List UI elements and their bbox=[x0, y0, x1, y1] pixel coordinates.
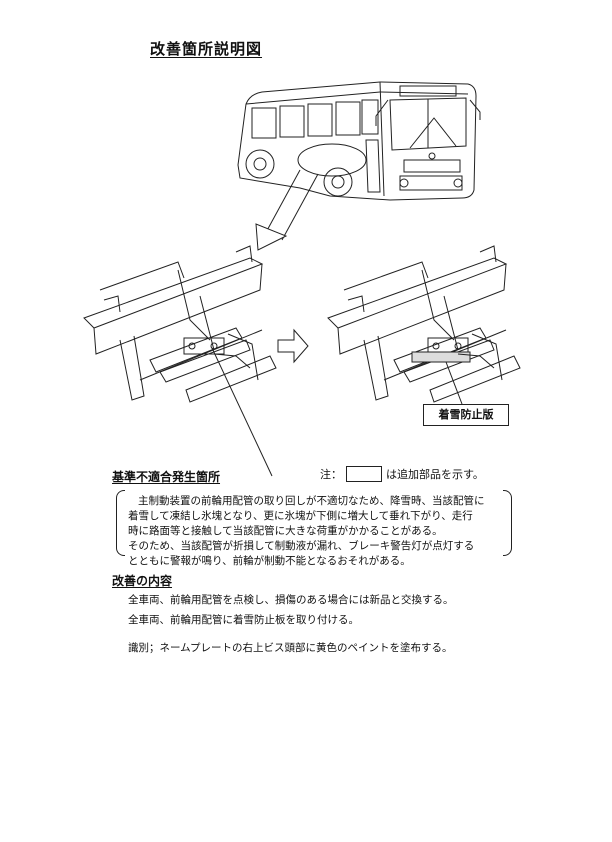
note: 注： は追加部品を示す。 bbox=[320, 466, 484, 482]
note-suffix: は追加部品を示す。 bbox=[386, 468, 484, 481]
bus-illustration bbox=[237, 81, 481, 201]
defect-section-title: 基準不適合発生箇所 bbox=[112, 470, 221, 484]
defect-line: 主制動装置の前輪用配管の取り回しが不適切なため、降雪時、当該配管に bbox=[138, 495, 485, 507]
defect-line: 時に路面等と接触して当該配管に大きな荷重がかかることがある。 bbox=[128, 525, 443, 537]
defect-description: 主制動装置の前輪用配管の取り回しが不適切なため、降雪時、当該配管に 着雪して凍結… bbox=[122, 494, 516, 569]
chassis-after bbox=[327, 245, 521, 403]
note-prefix: 注： bbox=[320, 468, 342, 481]
identification-text: 識別；ネームプレートの右上ビス頭部に黄色のペイントを塗布する。 bbox=[128, 642, 453, 654]
bracket-left bbox=[116, 490, 125, 556]
improvement-item: 全車両、前輪用配管に着雪防止板を取り付ける。 bbox=[128, 614, 359, 626]
part-label: 着雪防止版 bbox=[423, 404, 509, 426]
improvement-section-title: 改善の内容 bbox=[112, 574, 173, 588]
chassis-before bbox=[83, 245, 277, 403]
defect-line: 着雪して凍結し氷塊となり、更に氷塊が下側に増大して垂れ下がり、走行 bbox=[128, 510, 473, 522]
defect-line: とともに警報が鳴り、前輪が制動不能となるおそれがある。 bbox=[128, 555, 411, 567]
page-title: 改善箇所説明図 bbox=[150, 40, 263, 58]
added-part-legend-box bbox=[346, 466, 382, 482]
defect-line: そのため、当該配管が折損して制動液が漏れ、ブレーキ警告灯が点灯する bbox=[128, 540, 475, 552]
improvement-item: 全車両、前輪用配管を点検し、損傷のある場合には新品と交換する。 bbox=[128, 594, 454, 606]
